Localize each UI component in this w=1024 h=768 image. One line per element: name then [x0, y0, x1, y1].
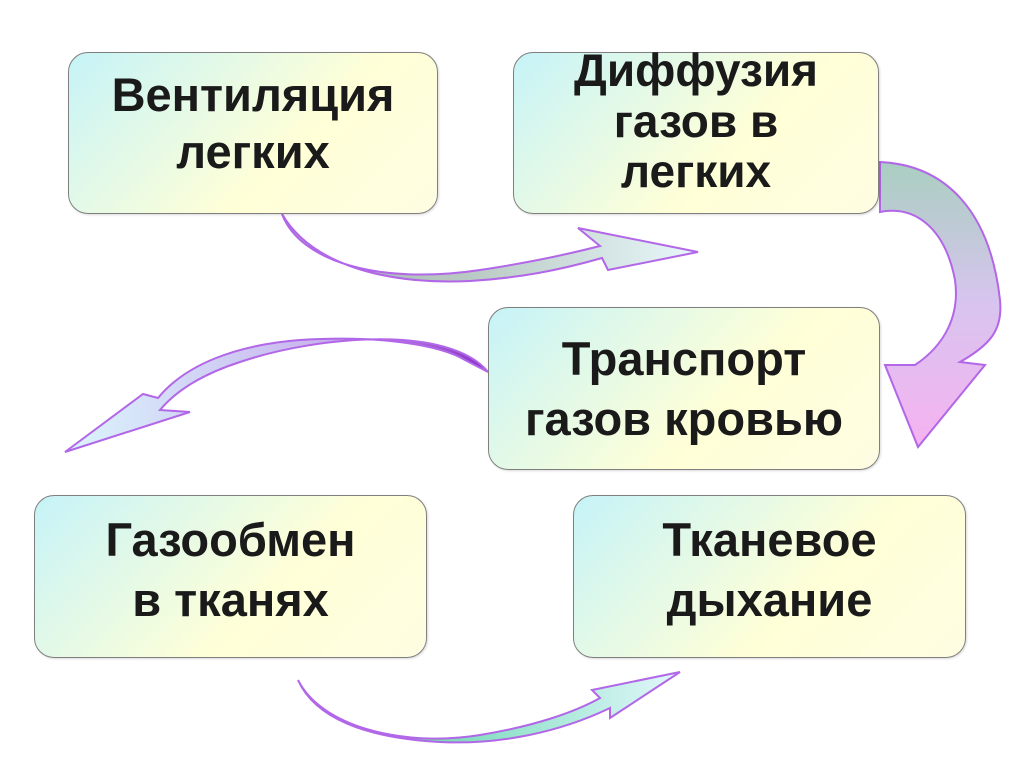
box-label-tissue-gas-exchange: Газообмен в тканях [105, 513, 356, 626]
box-label-gas-diffusion: Диффузия газов в легких [574, 44, 818, 198]
box-tissue-respiration: Тканевое дыхание [573, 495, 966, 658]
box-lung-ventilation: Вентиляция легких [68, 52, 438, 214]
box-label-tissue-respiration: Тканевое дыхание [662, 513, 877, 626]
arrow-ventilation-to-diffusion [281, 213, 699, 283]
box-label-lung-ventilation: Вентиляция легких [111, 67, 395, 178]
arrow-diffusion-to-transport [879, 160, 1002, 449]
arrow-transport-to-gasexchange [64, 337, 489, 453]
box-tissue-gas-exchange: Газообмен в тканях [34, 495, 427, 658]
box-gas-diffusion: Диффузия газов в легких [513, 45, 879, 214]
arrow-gasexchange-to-tissue [297, 671, 681, 744]
box-gas-transport: Транспорт газов кровью [488, 307, 880, 470]
box-label-gas-transport: Транспорт газов кровью [524, 332, 843, 445]
